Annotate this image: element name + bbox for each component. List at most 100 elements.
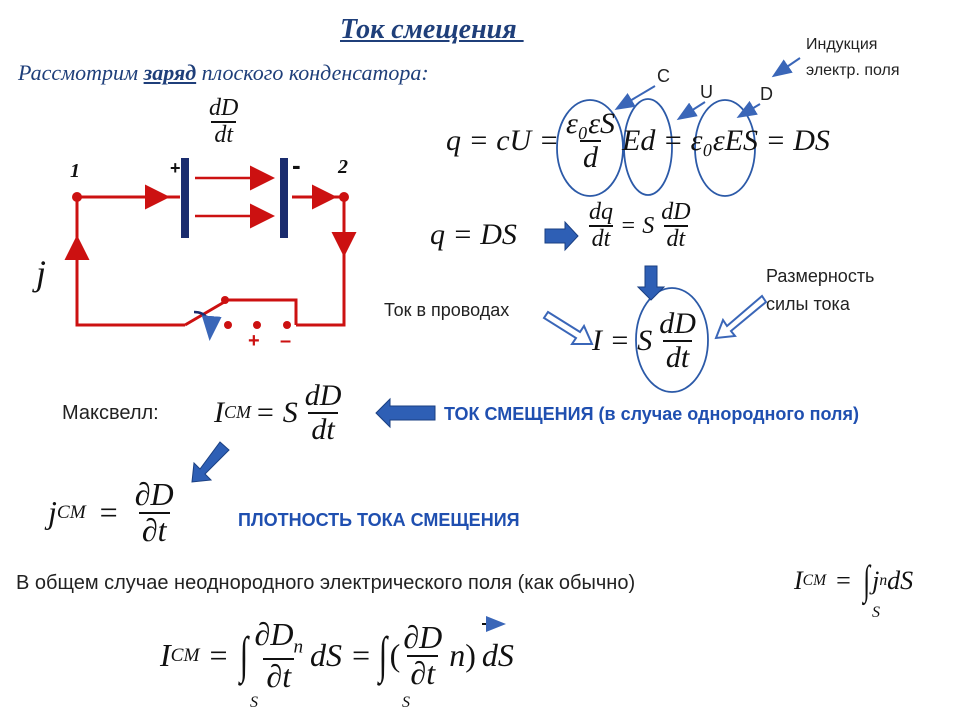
plate-minus-label: -: [292, 150, 301, 180]
arrow-wire-current: [542, 310, 594, 345]
dimension-label-2: силы тока: [766, 294, 850, 314]
density-j: j: [48, 494, 57, 531]
node-2-label: 2: [338, 156, 348, 178]
ellipse-capacitance: [556, 99, 624, 197]
ellipse-induction: [694, 99, 756, 197]
intro-underlined: заряд: [143, 60, 197, 85]
arrow-dimension: [714, 294, 768, 340]
node-2: [339, 192, 349, 202]
gen-integral-icon: ∫: [863, 557, 870, 603]
eq4-left: I = S: [592, 323, 653, 357]
eq3-den1: dt: [588, 225, 614, 252]
eq1-right: Ed = ε₀εES = DS: [622, 123, 830, 157]
capacitor-plate-right: [280, 158, 288, 238]
gen-eq: =: [836, 565, 851, 595]
circuit-frac-den: dt: [211, 121, 236, 148]
big-den2: ∂t: [407, 654, 439, 691]
big-integral-icon-2: ∫: [378, 626, 387, 684]
big-num2: ∂D: [403, 618, 443, 655]
wire-current-label: Ток в проводах: [384, 300, 510, 320]
big-sub: CM: [170, 644, 200, 666]
intro-text: Рассмотрим заряд плоского конденсатора:: [18, 60, 429, 86]
general-case-text: В общем случае неоднородного электрическ…: [16, 572, 636, 594]
equation-q-DS: q = DS: [430, 218, 517, 251]
big-integral-icon-1: ∫: [240, 626, 249, 684]
switch-contact-4: [283, 321, 291, 329]
induction-label-2: электр. поля: [806, 62, 900, 79]
switch-contact-1: [221, 296, 229, 304]
label-C: C: [657, 66, 670, 86]
maxwell-mid: = S: [255, 395, 298, 429]
big-eq: =: [209, 637, 228, 674]
pointer-D: [736, 100, 761, 119]
wire-switch-upper: [225, 298, 298, 325]
big-dS2: dS: [481, 637, 514, 674]
intro-after: плоского конденсатора:: [196, 60, 429, 85]
eq3-num2: dD: [661, 199, 691, 225]
current-j-label: j: [36, 253, 47, 293]
switch-contact-2: [224, 321, 232, 329]
big-limit-2: S: [402, 694, 410, 711]
wire-right-down: [296, 197, 346, 327]
plate-plus-label: +: [170, 158, 181, 178]
label-D: D: [760, 84, 773, 104]
wire-switch-blade: [184, 299, 227, 327]
big-num1-sub: n: [293, 636, 304, 658]
big-den1: ∂t: [263, 657, 295, 694]
big-num1: ∂D: [254, 616, 294, 652]
eq3-num1: dq: [589, 199, 613, 225]
source-minus-label: –: [280, 330, 292, 352]
arrow-q-to-deriv: [544, 220, 579, 252]
big-dS1: dS =: [310, 637, 372, 674]
density-sub: CM: [56, 501, 86, 523]
maxwell-sub: CM: [224, 402, 251, 422]
switch-rotate-icon: [193, 310, 222, 341]
eq1-left: q = cU =: [446, 123, 559, 157]
arrow-down-to-I: [636, 265, 666, 301]
circuit-frac-num: dD: [209, 95, 239, 121]
eq1-frac-num: ε₀εS: [565, 107, 616, 140]
dimension-label-1: Размерность: [766, 266, 875, 286]
eq4-num: dD: [659, 307, 696, 340]
big-n: n: [449, 637, 466, 674]
density-den: ∂t: [138, 511, 170, 548]
induction-label-1: Индукция: [806, 36, 878, 53]
capacitor-plate-left: [181, 158, 189, 238]
gen-dS: dS: [887, 565, 914, 595]
displacement-density-caption: ПЛОТНОСТЬ ТОКА СМЕЩЕНИЯ: [238, 510, 520, 530]
arrow-to-maxwell: [375, 397, 436, 429]
maxwell-I: I: [214, 395, 224, 429]
eq1-frac-den: d: [580, 139, 601, 174]
gen-sub: CM: [802, 571, 827, 589]
big-close: ): [465, 637, 476, 674]
displacement-current-caption: ТОК СМЕЩЕНИЯ (в случае однородного поля): [444, 404, 859, 424]
node-1: [72, 192, 82, 202]
density-eq: =: [99, 494, 118, 531]
source-plus-label: +: [248, 330, 260, 352]
big-open: (: [389, 637, 401, 674]
eq4-den: dt: [662, 339, 693, 374]
ellipse-voltage: [623, 98, 673, 196]
eq3-mid: = S: [620, 212, 655, 239]
gen-limit: S: [872, 604, 880, 621]
maxwell-num: dD: [304, 379, 342, 412]
circuit-arrows: [64, 165, 357, 270]
eq3-den2: dt: [663, 225, 689, 252]
gen-j: j: [872, 565, 880, 595]
maxwell-label: Максвелл:: [62, 402, 159, 424]
gen-jsub: n: [879, 571, 888, 589]
node-1-label: 1: [70, 160, 80, 182]
pointer-induction: [771, 57, 801, 78]
big-I: I: [160, 637, 171, 674]
label-U: U: [700, 82, 713, 102]
density-num: ∂D: [134, 476, 174, 512]
pointer-U: [676, 101, 706, 121]
